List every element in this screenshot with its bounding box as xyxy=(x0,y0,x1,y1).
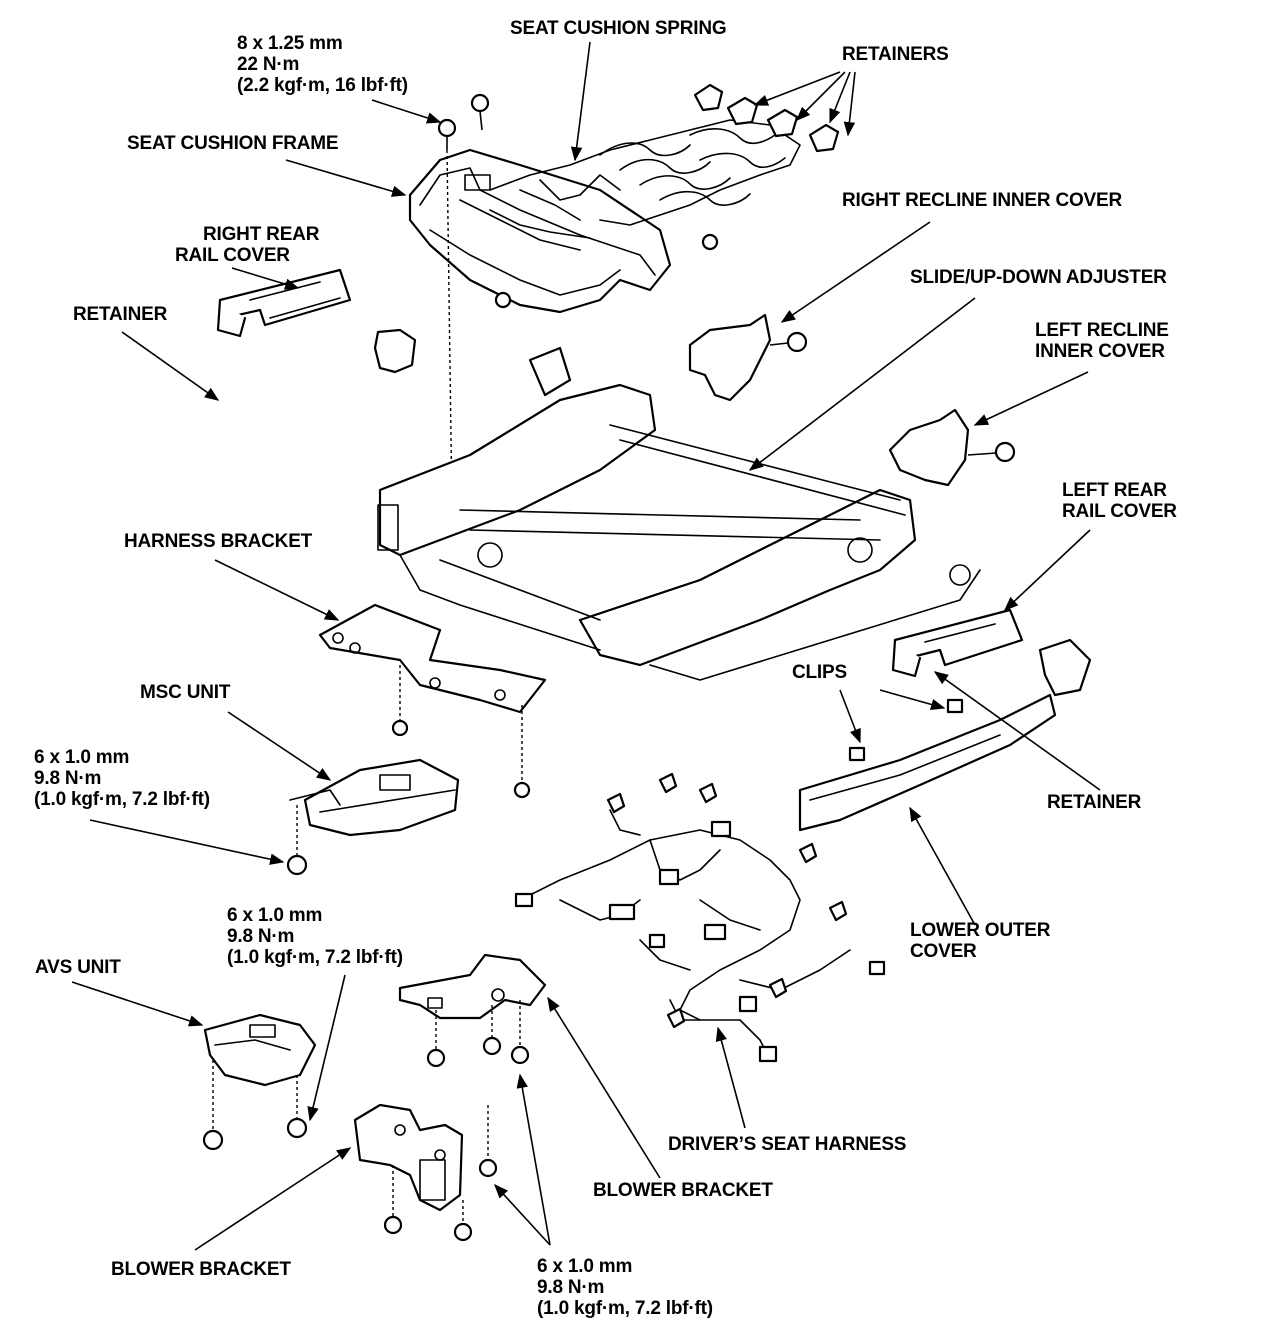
avs-unit xyxy=(202,1013,317,1151)
msc-unit xyxy=(286,758,460,876)
blower-bracket-lower xyxy=(353,1103,498,1242)
seat-cushion-spring-label: SEAT CUSHION SPRING xyxy=(510,18,727,39)
leader-lines xyxy=(71,41,1101,1251)
harness-bracket-label: HARNESS BRACKET xyxy=(124,531,313,552)
right-rear-rail-cover-label: RIGHT REAR RAIL COVER xyxy=(175,224,320,266)
left-rear-rail-cover-label: LEFT REAR RAIL COVER xyxy=(1062,480,1177,522)
seat-cushion-frame xyxy=(408,148,672,314)
drivers-seat-harness xyxy=(514,772,886,1063)
blower-bracket-upper xyxy=(398,953,547,1068)
drivers-seat-harness-label: DRIVER’S SEAT HARNESS xyxy=(668,1134,907,1155)
retainer-part-small xyxy=(373,328,417,374)
right-rear-rail-cover xyxy=(216,268,352,338)
avs-bolt-spec: 6 x 1.0 mm 9.8 N·m (1.0 kgf·m, 7.2 lbf·f… xyxy=(227,905,403,968)
retainers-label: RETAINERS xyxy=(842,44,949,65)
msc-unit-label: MSC UNIT xyxy=(140,682,231,703)
slide-up-down-adjuster xyxy=(377,346,981,681)
avs-unit-label: AVS UNIT xyxy=(35,957,121,978)
lower-outer-cover-label: LOWER OUTER COVER xyxy=(910,920,1051,962)
left-recline-inner-cover xyxy=(888,408,1016,487)
retainers-group xyxy=(693,83,840,153)
right-recline-inner-cover-label: RIGHT RECLINE INNER COVER xyxy=(842,190,1123,211)
slide-up-down-adjuster-label: SLIDE/UP-DOWN ADJUSTER xyxy=(910,267,1167,288)
left-recline-inner-cover-label: LEFT RECLINE INNER COVER xyxy=(1035,320,1169,362)
seat-cushion-frame-label: SEAT CUSHION FRAME xyxy=(127,133,339,154)
cushion-bolts xyxy=(437,93,719,511)
retainer-left-label: RETAINER xyxy=(73,304,168,325)
right-recline-inner-cover xyxy=(688,313,808,402)
blower-bracket-lower-label: BLOWER BRACKET xyxy=(111,1259,291,1280)
retainer-right-label: RETAINER xyxy=(1047,792,1142,813)
lower-outer-cover xyxy=(798,638,1092,832)
clips-label: CLIPS xyxy=(792,662,847,683)
blower-bolt-spec: 6 x 1.0 mm 9.8 N·m (1.0 kgf·m, 7.2 lbf·f… xyxy=(537,1256,713,1319)
msc-bolt-spec: 6 x 1.0 mm 9.8 N·m (1.0 kgf·m, 7.2 lbf·f… xyxy=(34,747,210,810)
harness-bracket xyxy=(318,603,547,799)
left-rear-rail-cover xyxy=(891,608,1024,678)
blower-bracket-upper-label: BLOWER BRACKET xyxy=(593,1180,773,1201)
cushion-bolt-spec: 8 x 1.25 mm 22 N·m (2.2 kgf·m, 16 lbf·ft… xyxy=(237,33,408,96)
